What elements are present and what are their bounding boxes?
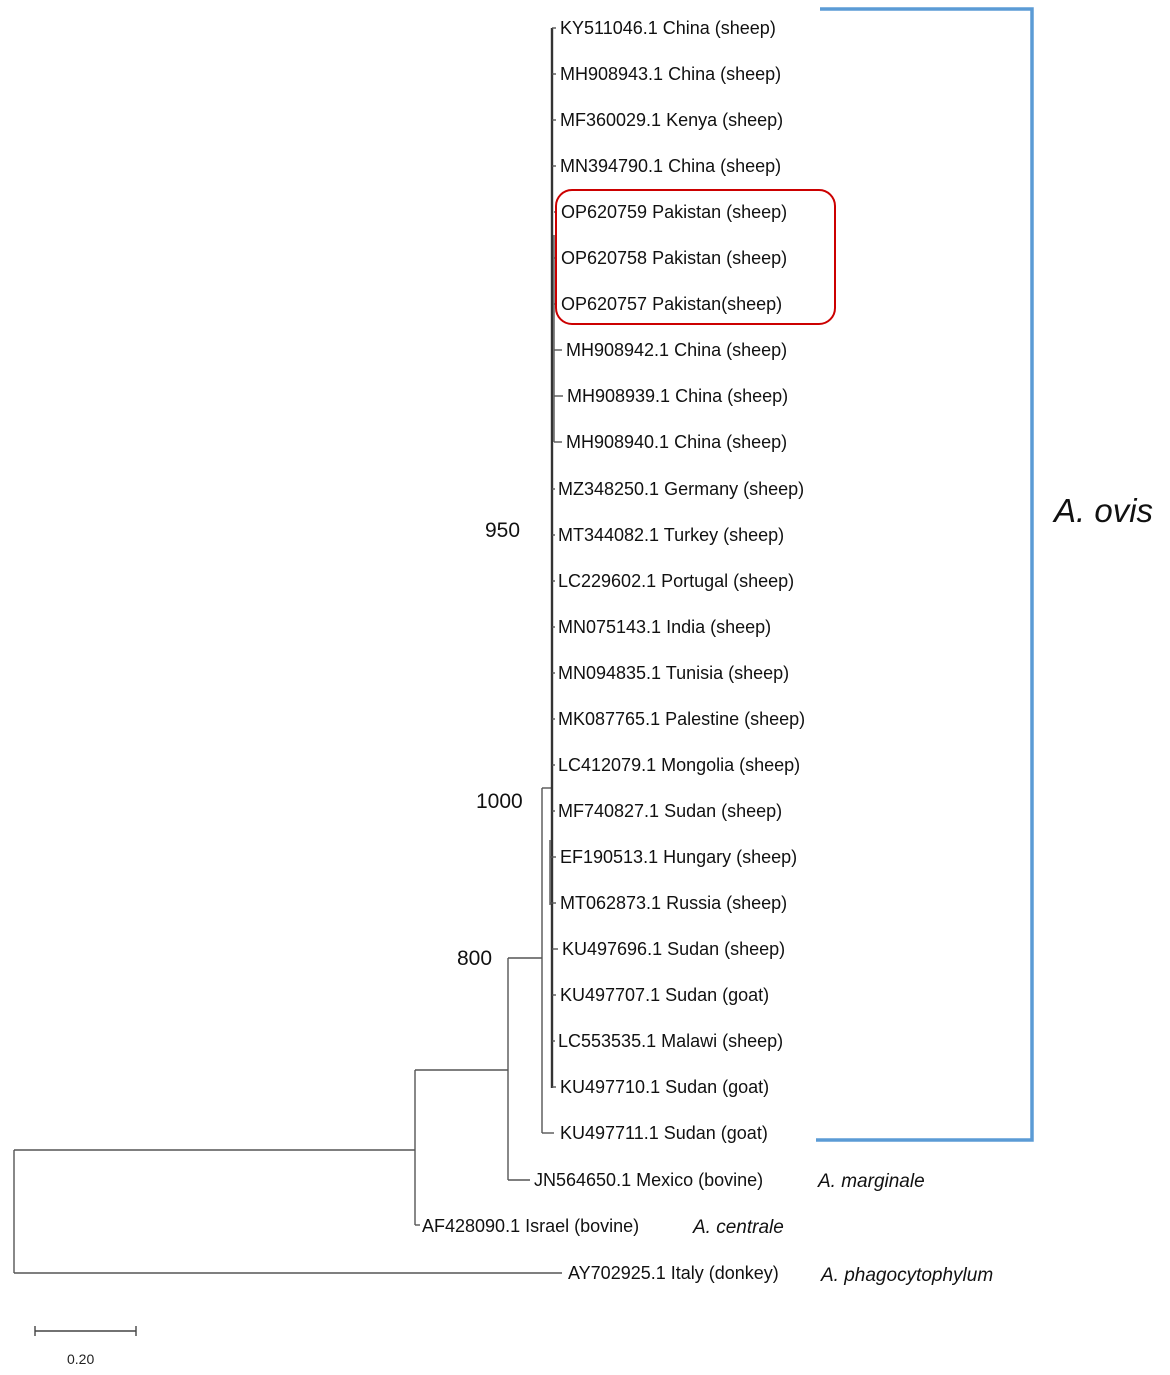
bootstrap-label: 1000 xyxy=(476,790,523,813)
taxon-label: MT344082.1 Turkey (sheep) xyxy=(558,525,784,545)
taxon-label: LC412079.1 Mongolia (sheep) xyxy=(558,755,800,775)
tip-labels: KY511046.1 China (sheep) MH908943.1 Chin… xyxy=(422,18,805,1283)
bootstrap-label: 950 xyxy=(485,519,520,542)
taxon-label: MK087765.1 Palestine (sheep) xyxy=(558,709,805,729)
bootstrap-values: 950 1000 800 xyxy=(457,519,523,970)
taxon-label: MT062873.1 Russia (sheep) xyxy=(560,893,787,913)
taxon-label: MZ348250.1 Germany (sheep) xyxy=(558,479,804,499)
species-label-marginale: A. marginale xyxy=(817,1171,925,1192)
species-label-centrale: A. centrale xyxy=(692,1217,784,1238)
taxon-label: OP620759 Pakistan (sheep) xyxy=(561,202,787,222)
bootstrap-label: 800 xyxy=(457,947,492,970)
taxon-label: MH908942.1 China (sheep) xyxy=(566,340,787,360)
taxon-label: MN394790.1 China (sheep) xyxy=(560,156,781,176)
tree-branches xyxy=(13,27,563,1274)
species-labels: A. marginale A. centrale A. phagocytophy… xyxy=(692,1171,993,1286)
taxon-label: KU497711.1 Sudan (goat) xyxy=(560,1123,768,1143)
taxon-label: OP620757 Pakistan(sheep) xyxy=(561,294,782,314)
taxon-label: OP620758 Pakistan (sheep) xyxy=(561,248,787,268)
scale-bar-label: 0.20 xyxy=(67,1351,94,1367)
taxon-label: AY702925.1 Italy (donkey) xyxy=(568,1263,779,1283)
taxon-label: MH908940.1 China (sheep) xyxy=(566,432,787,452)
taxon-label: MH908943.1 China (sheep) xyxy=(560,64,781,84)
taxon-label: MN094835.1 Tunisia (sheep) xyxy=(558,663,789,683)
taxon-label: KU497707.1 Sudan (goat) xyxy=(560,985,769,1005)
taxon-label: MF740827.1 Sudan (sheep) xyxy=(558,801,782,821)
scale-bar: 0.20 xyxy=(34,1326,137,1367)
taxon-label: KY511046.1 China (sheep) xyxy=(560,18,776,38)
taxon-label: MN075143.1 India (sheep) xyxy=(558,617,771,637)
taxon-label: AF428090.1 Israel (bovine) xyxy=(422,1216,639,1236)
highlight-box xyxy=(555,189,836,325)
clade-label: A. ovis xyxy=(1052,492,1153,529)
clade-bracket: A. ovis xyxy=(816,7,1153,1142)
taxon-label: JN564650.1 Mexico (bovine) xyxy=(534,1170,763,1190)
clade-bracket-line xyxy=(816,7,1034,1142)
species-label-phagocytophylum: A. phagocytophylum xyxy=(820,1265,993,1286)
taxon-label: KU497710.1 Sudan (goat) xyxy=(560,1077,769,1097)
taxon-label: EF190513.1 Hungary (sheep) xyxy=(560,847,797,867)
taxon-label: LC553535.1 Malawi (sheep) xyxy=(558,1031,783,1051)
taxon-label: MF360029.1 Kenya (sheep) xyxy=(560,110,783,130)
taxon-label: MH908939.1 China (sheep) xyxy=(567,386,788,406)
taxon-label: KU497696.1 Sudan (sheep) xyxy=(562,939,785,959)
taxon-label: LC229602.1 Portugal (sheep) xyxy=(558,571,794,591)
